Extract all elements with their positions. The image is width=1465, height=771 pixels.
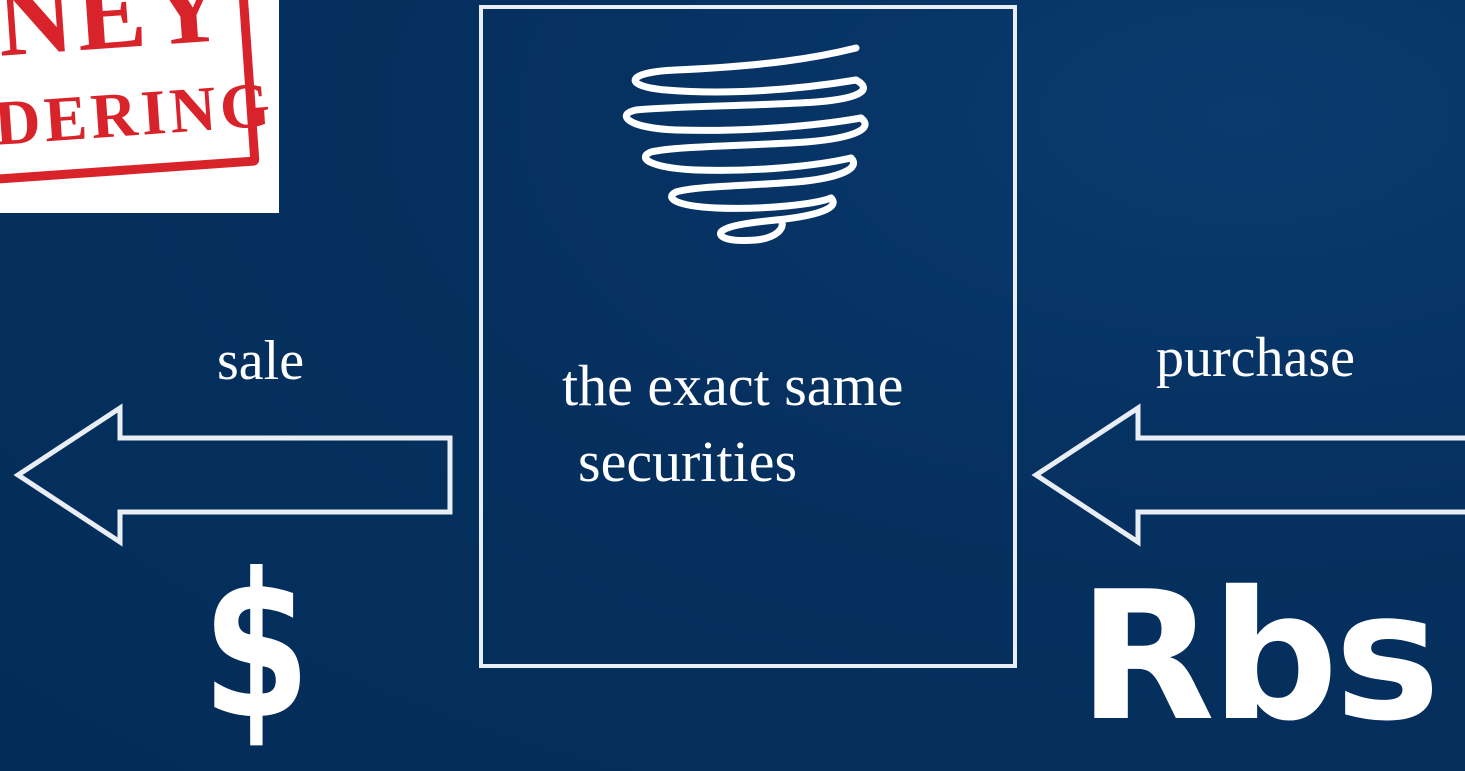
- dollar-symbol: $: [202, 531, 311, 764]
- center-caption: the exact same securities: [540, 348, 980, 500]
- securities-box: [479, 5, 1017, 668]
- money-laundering-stamp: NEY DERING: [0, 0, 279, 213]
- arrow-left-icon: [1031, 403, 1465, 547]
- center-caption-line2: securities: [578, 429, 798, 494]
- arrow-left-icon: [13, 403, 453, 547]
- stamp-text-line1: NEY: [0, 0, 233, 79]
- purchase-label: purchase: [1156, 327, 1356, 389]
- center-caption-line1: the exact same: [562, 353, 904, 418]
- sale-label: sale: [217, 330, 305, 392]
- ruble-label: Rbs: [1078, 553, 1440, 760]
- ribbon-spiral-icon: [622, 44, 869, 244]
